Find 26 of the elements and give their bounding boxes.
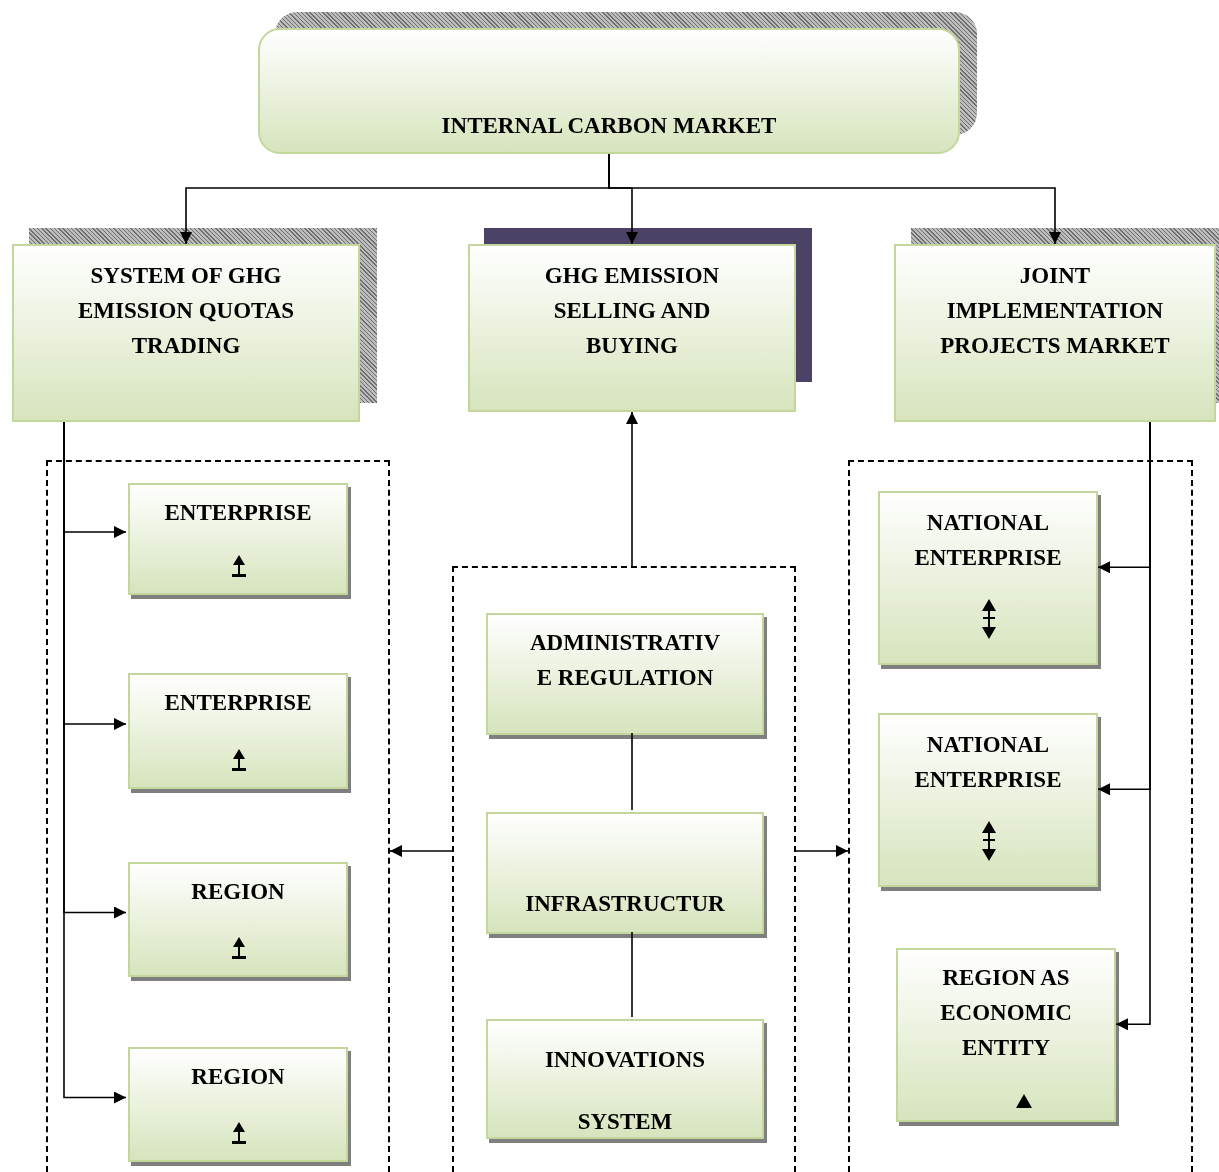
box-label: NATIONAL ENTERPRISE xyxy=(913,731,1063,794)
arrow xyxy=(608,153,1061,245)
box-label: ENTERPRISE xyxy=(163,499,313,527)
category-box xyxy=(894,244,1216,422)
box-label: JOINT IMPLEMENTATION PROJECTS MARKET xyxy=(939,262,1171,360)
arrow xyxy=(626,411,638,567)
box-label: INNOVATIONS SYSTEM xyxy=(543,1046,707,1136)
box-label: SYSTEM OF GHG EMISSION QUOTAS TRADING xyxy=(76,262,296,360)
box-label: REGION AS ECONOMIC ENTITY xyxy=(939,964,1073,1062)
box-label: NATIONAL ENTERPRISE xyxy=(913,509,1063,572)
arrow xyxy=(795,845,849,857)
arrow xyxy=(389,845,453,857)
dashed-group-box xyxy=(46,460,390,1172)
category-box xyxy=(12,244,360,422)
dashed-group-box xyxy=(452,566,796,1172)
box-label: REGION xyxy=(190,1063,286,1091)
dashed-group-box xyxy=(848,460,1193,1172)
title-box xyxy=(258,28,960,154)
box-label: ADMINISTRATIV E REGULATION xyxy=(529,629,721,692)
box-label: INFRASTRUCTUR xyxy=(524,890,726,918)
box-label: INTERNAL CARBON MARKET xyxy=(440,112,778,140)
box-label: ENTERPRISE xyxy=(163,689,313,717)
arrow xyxy=(1115,421,1151,1031)
box-label: GHG EMISSION SELLING AND BUYING xyxy=(543,262,721,360)
box-label: REGION xyxy=(190,878,286,906)
category-box xyxy=(468,244,796,412)
